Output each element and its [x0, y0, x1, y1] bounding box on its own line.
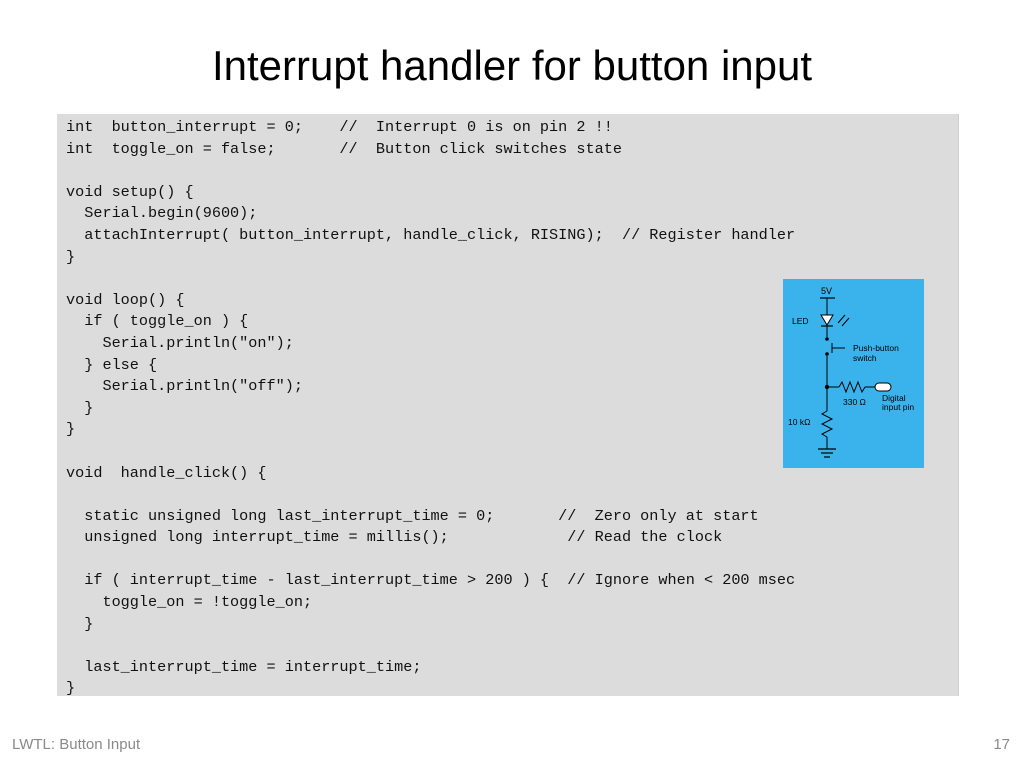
code-line: }: [66, 614, 94, 633]
circuit-diagram: 5V LED Push-button switch 330 Ω Digital …: [783, 279, 924, 468]
slide-title: Interrupt handler for button input: [211, 42, 813, 89]
code-block: int button_interrupt = 0; // Interrupt 0…: [66, 117, 795, 700]
led-icon: [820, 314, 834, 326]
code-line: }: [66, 420, 76, 439]
code-line: [66, 441, 795, 463]
code-line: [66, 484, 795, 506]
code-line: attachInterrupt( button_interrupt, handl…: [66, 225, 796, 244]
code-line: toggle_on = !toggle_on;: [66, 593, 313, 612]
code-line: void handle_click() {: [66, 463, 267, 482]
code-line: Serial.begin(9600);: [66, 204, 258, 223]
pin-label-1: Digital: [882, 393, 906, 403]
switch-terminal-top: [825, 337, 829, 341]
code-line: [66, 549, 795, 571]
code-line: }: [66, 247, 76, 266]
footer-course-label: LWTL: Button Input: [12, 736, 141, 753]
code-line: unsigned long interrupt_time = millis();…: [66, 528, 723, 547]
code-line: int button_interrupt = 0; // Interrupt 0…: [66, 118, 613, 136]
switch-label-2: switch: [853, 353, 877, 363]
resistor-330-icon: [838, 380, 866, 394]
supply-label: 5V: [821, 286, 832, 296]
pin-label-2: input pin: [882, 402, 914, 412]
code-line: [66, 635, 795, 657]
resistor-label: 330 Ω: [843, 397, 866, 407]
code-line: void setup() {: [66, 182, 194, 201]
code-line: int toggle_on = false; // Button click s…: [66, 139, 622, 158]
led-light-ray-1: [837, 314, 846, 324]
code-line: void loop() {: [66, 290, 185, 309]
code-line: Serial.println("on");: [66, 333, 294, 352]
page-number: 17: [993, 736, 1010, 753]
code-line: Serial.println("off");: [66, 377, 303, 396]
ground-icon: [818, 448, 836, 458]
code-line: [66, 268, 795, 290]
code-line: static unsigned long last_interrupt_time…: [66, 506, 759, 525]
code-line: }: [66, 679, 76, 698]
code-line: [66, 160, 795, 182]
led-light-ray-2: [841, 317, 850, 327]
led-label: LED: [792, 316, 809, 326]
code-line: if ( toggle_on ) {: [66, 312, 249, 331]
code-line: last_interrupt_time = interrupt_time;: [66, 657, 422, 676]
pulldown-label: 10 kΩ: [788, 417, 810, 427]
code-line: } else {: [66, 355, 158, 374]
code-line: }: [66, 398, 94, 417]
input-pin-icon: [874, 382, 892, 392]
switch-terminal-bottom: [825, 352, 829, 356]
code-line: if ( interrupt_time - last_interrupt_tim…: [66, 571, 796, 590]
resistor-10k-icon: [820, 410, 834, 438]
switch-label-1: Push-button: [853, 343, 899, 353]
